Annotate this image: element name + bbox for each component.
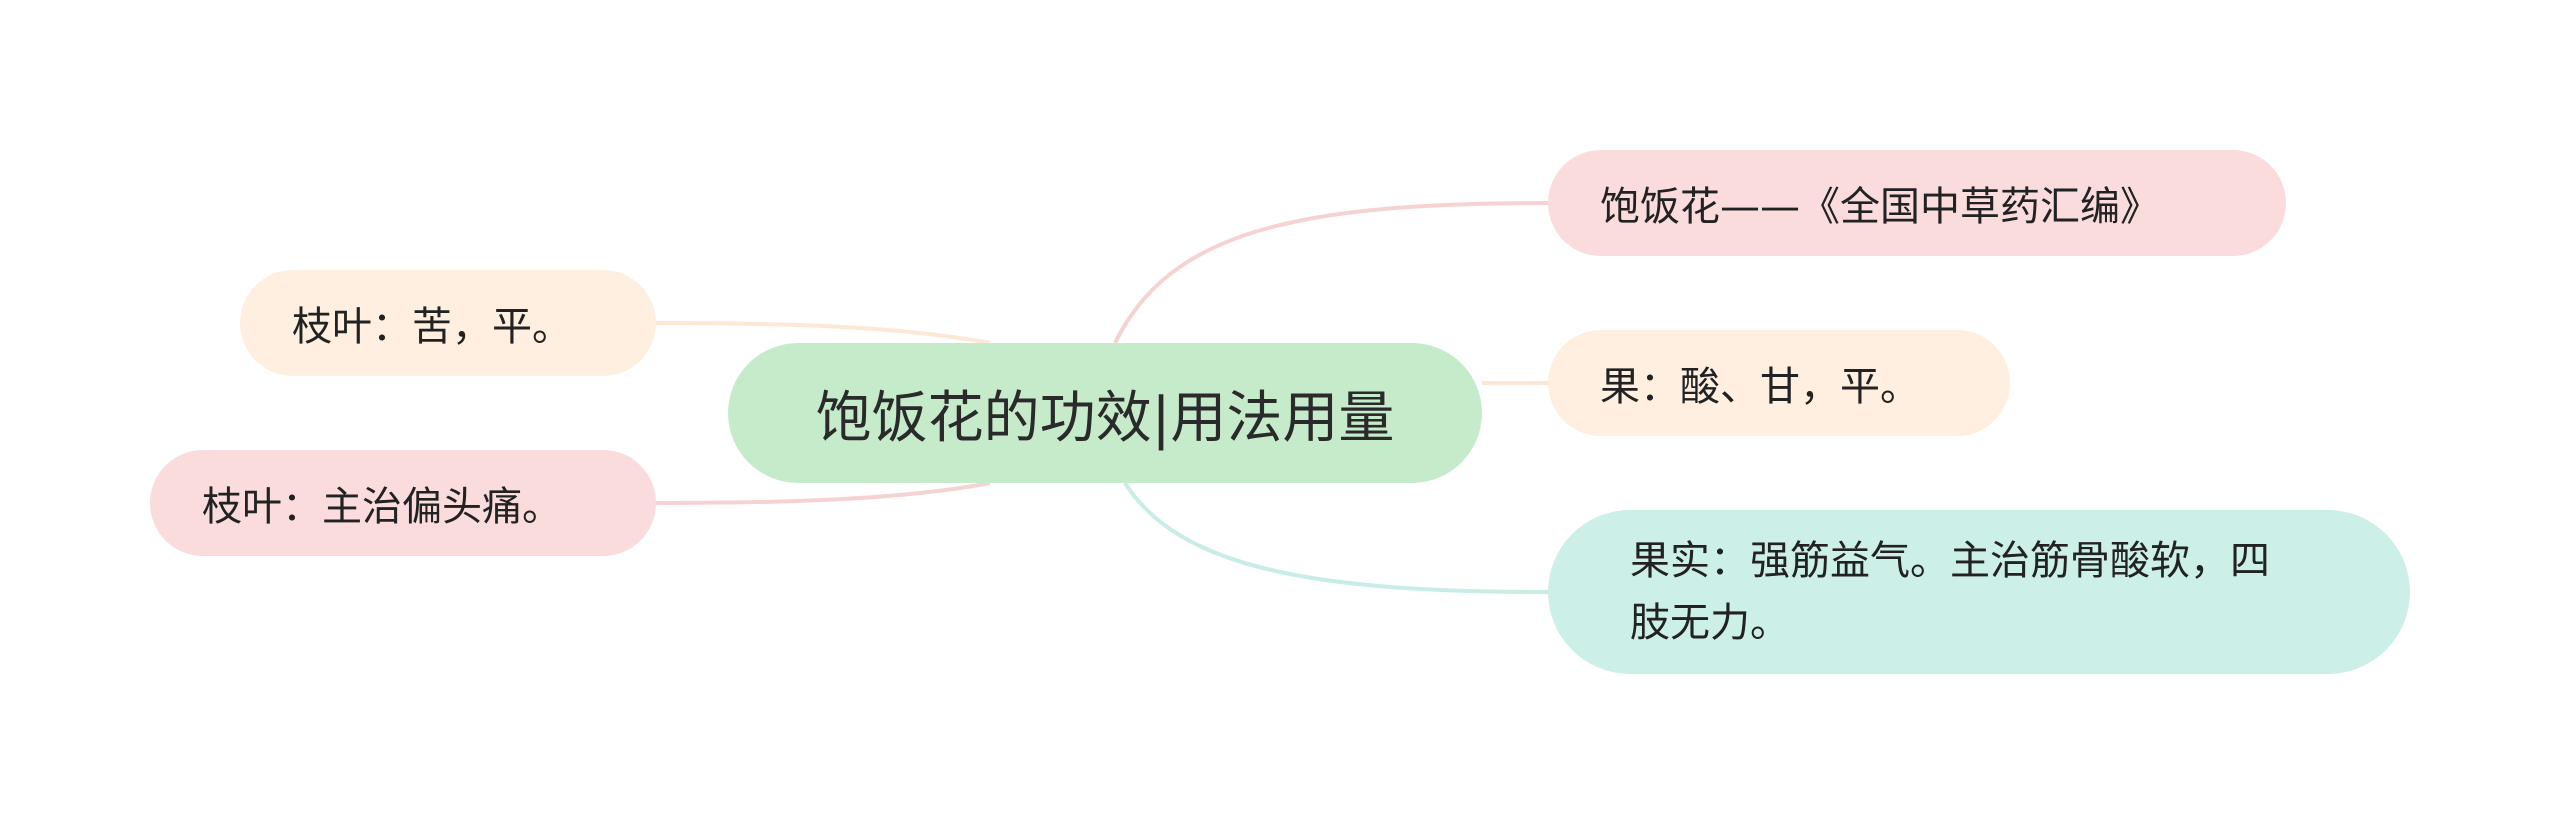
connector-branch-4 [655,321,991,345]
connector-branch-5 [655,481,991,505]
branch-node-1-label: 饱饭花——《全国中草药汇编》 [1600,184,2160,230]
branch-node-4-label: 枝叶：苦，平。 [292,304,572,350]
branch-node-3-label: 果实：强筋益气。主治筋骨酸软，四肢无力。 [1630,538,2270,646]
root-node[interactable]: 饱饭花的功效|用法用量 [728,343,1482,483]
connector-branch-1 [1113,201,1549,344]
branch-node-3[interactable]: 果实：强筋益气。主治筋骨酸软，四肢无力。 [1548,510,2410,674]
branch-node-5[interactable]: 枝叶：主治偏头痛。 [150,450,656,556]
branch-node-4[interactable]: 枝叶：苦，平。 [240,270,656,376]
branch-node-5-label: 枝叶：主治偏头痛。 [202,484,562,530]
branch-node-1[interactable]: 饱饭花——《全国中草药汇编》 [1548,150,2286,256]
branch-node-2-label: 果：酸、甘，平。 [1600,364,1920,410]
connector-branch-3 [1123,481,1549,594]
branch-node-2[interactable]: 果：酸、甘，平。 [1548,330,2010,436]
root-node-label: 饱饭花的功效|用法用量 [815,385,1395,451]
